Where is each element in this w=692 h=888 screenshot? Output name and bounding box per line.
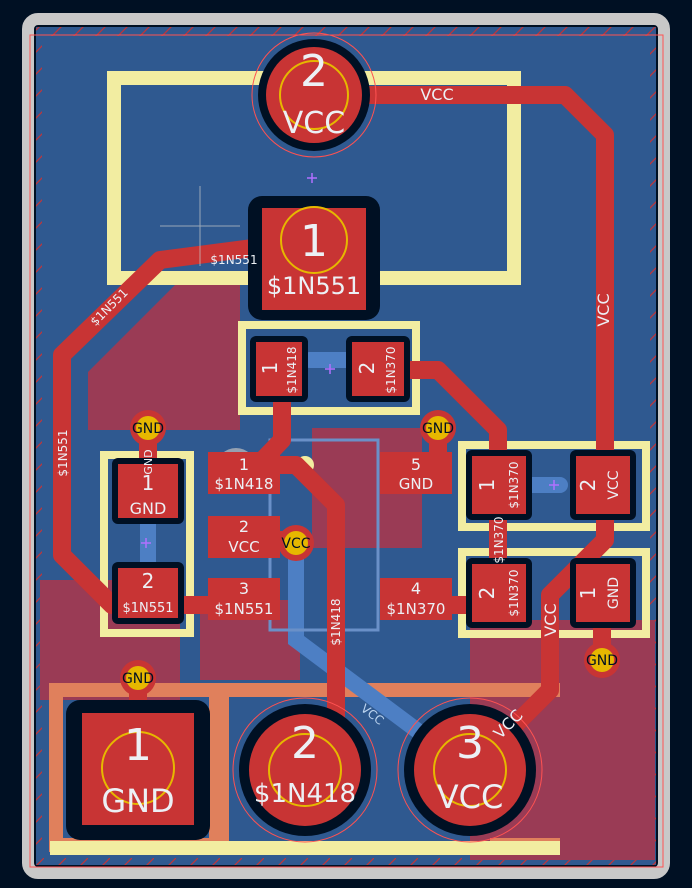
r3-pad-2[interactable]: 2 $1N370 xyxy=(466,558,532,628)
r2-pad-2-net: VCC xyxy=(606,470,622,499)
ic-pad-2-number: 2 xyxy=(239,517,249,536)
via-4-net: GND xyxy=(586,653,618,669)
connector-bm-net: $1N418 xyxy=(254,779,356,809)
c1-pad-1-number: 1 xyxy=(142,471,155,495)
connector-bl-number: 1 xyxy=(124,720,152,771)
r3-pad-2-net: $1N370 xyxy=(507,569,521,616)
r3-pad-2-number: 2 xyxy=(475,587,499,600)
r2-pad-1[interactable]: 1 $1N370 xyxy=(466,450,532,520)
ic-pad-2-net: VCC xyxy=(228,538,259,556)
n551-left-track-label: $1N551 xyxy=(56,429,70,476)
c1-pad-2-number: 2 xyxy=(142,569,155,593)
via-4[interactable]: GND xyxy=(584,642,620,678)
connector-top-number: 2 xyxy=(300,46,328,97)
connector-top[interactable]: 2 VCC xyxy=(251,32,377,158)
connector-bl-net: GND xyxy=(101,782,174,820)
vcc-lower-track-label: VCC xyxy=(541,603,560,636)
n370-vert-track-label: $1N370 xyxy=(492,516,506,563)
r1-pad-2[interactable]: 2 $1N370 xyxy=(346,336,410,402)
r2-pad-1-net: $1N370 xyxy=(507,461,521,508)
ic-pad-3[interactable]: 3 $1N551 xyxy=(208,578,280,620)
connector-bottom-right[interactable]: 3 VCC xyxy=(397,697,543,843)
r2-pad-2-number: 2 xyxy=(576,479,600,492)
r1-pad-2-number: 2 xyxy=(355,362,379,375)
c1-pad-2-net: $1N551 xyxy=(122,601,173,616)
via-3[interactable]: VCC xyxy=(278,525,314,561)
gnd-small-track-label: GND xyxy=(142,449,155,474)
ic-pad-4[interactable]: 4 $1N370 xyxy=(380,578,452,620)
cursor-crosshair xyxy=(160,186,240,266)
ic-pad-3-number: 3 xyxy=(239,579,249,598)
r1-pad-2-net: $1N370 xyxy=(384,346,398,393)
ic-pad-5-number: 5 xyxy=(411,455,421,474)
r1-pad-1-net: $1N418 xyxy=(285,346,299,393)
connector-mid[interactable]: 1 $1N551 xyxy=(248,196,380,320)
vcc-top-track-label: VCC xyxy=(420,85,453,104)
c1-pad-1-net: GND xyxy=(130,499,167,518)
c1-pad-1[interactable]: 1 GND xyxy=(112,458,184,524)
courtyard-outline xyxy=(29,34,664,868)
via-5-net: GND xyxy=(122,671,154,687)
r2-pad-2[interactable]: 2 VCC xyxy=(570,450,636,520)
ic-pad-3-net: $1N551 xyxy=(215,600,274,618)
via-1-net: GND xyxy=(132,421,164,437)
n418-vert-track-label: $1N418 xyxy=(329,598,343,645)
connector-top-net: VCC xyxy=(283,106,345,141)
ic-pad-2[interactable]: 2 VCC xyxy=(208,516,280,558)
c1-pad-2[interactable]: 2 $1N551 xyxy=(112,562,184,624)
ic-pad-1[interactable]: 1 $1N418 xyxy=(208,452,280,494)
via-2-net: GND xyxy=(422,421,454,437)
r3-pad-1-net: GND xyxy=(606,577,622,609)
via-1[interactable]: GND xyxy=(130,410,166,446)
ic-pad-1-net: $1N418 xyxy=(215,475,274,493)
connector-mid-number: 1 xyxy=(300,216,328,267)
r1-pad-1[interactable]: 1 $1N418 xyxy=(250,336,308,402)
r2-pad-1-number: 1 xyxy=(475,479,499,492)
connector-br-number: 3 xyxy=(456,718,484,769)
via-5[interactable]: GND xyxy=(120,660,156,696)
ic-pad-4-net: $1N370 xyxy=(387,600,446,618)
connector-bm-number: 2 xyxy=(291,718,319,769)
ic-pad-4-number: 4 xyxy=(411,579,421,598)
ic-pad-5[interactable]: 5 GND xyxy=(380,452,452,494)
r1-pad-1-number: 1 xyxy=(258,362,282,375)
n551-top-track-label: $1N551 xyxy=(210,253,257,267)
r3-pad-1[interactable]: 1 GND xyxy=(570,558,636,628)
via-2[interactable]: GND xyxy=(420,410,456,446)
connector-mid-net: $1N551 xyxy=(267,272,361,300)
ic-pad-1-number: 1 xyxy=(239,455,249,474)
r3-pad-1-number: 1 xyxy=(576,587,600,600)
via-3-net: VCC xyxy=(281,536,310,552)
anchor-markers xyxy=(141,173,559,548)
vcc-right-track-label: VCC xyxy=(594,293,613,326)
connector-bottom-left[interactable]: 1 GND xyxy=(66,700,210,840)
connector-bottom-mid[interactable]: 2 $1N418 xyxy=(232,697,378,843)
board-edge xyxy=(22,13,670,879)
connector-br-net: VCC xyxy=(437,778,504,816)
ic-pad-5-net: GND xyxy=(399,475,433,493)
